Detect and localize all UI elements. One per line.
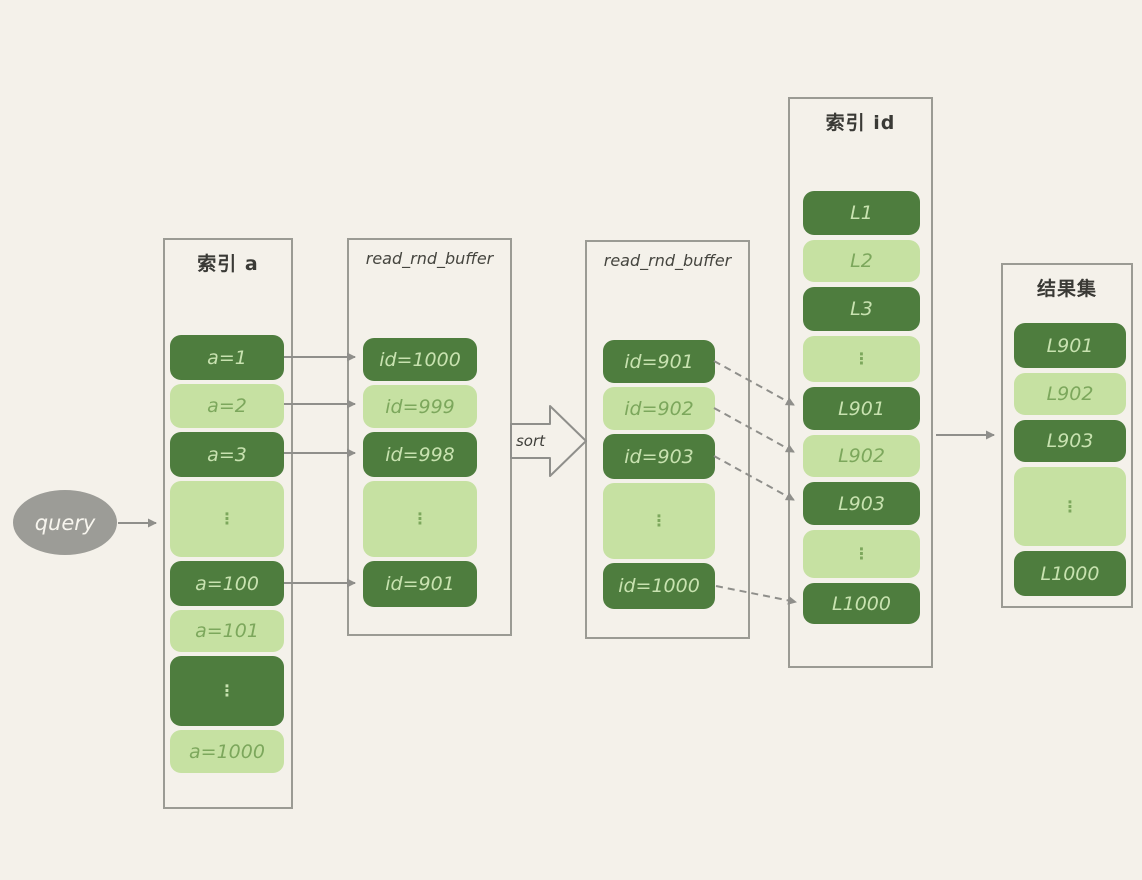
cell-ellipsis: ⋮ xyxy=(603,483,715,559)
cell-L901: L901 xyxy=(803,387,920,430)
cell-L1000: L1000 xyxy=(803,583,920,624)
cell-L901: L901 xyxy=(1014,323,1126,368)
query-ellipse: query xyxy=(13,490,117,555)
read-rnd-buffer-sorted-title: read_rnd_buffer xyxy=(603,251,732,270)
query-label: query xyxy=(34,510,96,535)
cell-ellipsis: ⋮ xyxy=(170,481,284,557)
cell-a-2: a=2 xyxy=(170,384,284,428)
cell-L903: L903 xyxy=(1014,420,1126,462)
cell-id-999: id=999 xyxy=(363,385,477,428)
cell-id-901: id=901 xyxy=(363,561,477,607)
sort-label: sort xyxy=(515,432,546,450)
cell-a-3: a=3 xyxy=(170,432,284,477)
cell-L902: L902 xyxy=(1014,373,1126,415)
cell-ellipsis: ⋮ xyxy=(803,530,920,578)
cell-id-902: id=902 xyxy=(603,387,715,430)
cell-ellipsis: ⋮ xyxy=(170,656,284,726)
cell-id-903: id=903 xyxy=(603,434,715,479)
index-a-title: 索引 a xyxy=(197,253,259,275)
index-id-title: 索引 id xyxy=(825,112,896,134)
cell-L3: L3 xyxy=(803,287,920,331)
cell-ellipsis: ⋮ xyxy=(1014,467,1126,546)
cell-L902: L902 xyxy=(803,435,920,477)
cell-L903: L903 xyxy=(803,482,920,525)
cell-a-1: a=1 xyxy=(170,335,284,380)
cell-id-1000: id=1000 xyxy=(603,563,715,609)
cell-a-1000: a=1000 xyxy=(170,730,284,773)
cell-L1: L1 xyxy=(803,191,920,235)
cell-a-101: a=101 xyxy=(170,610,284,652)
cell-id-901: id=901 xyxy=(603,340,715,383)
read-rnd-buffer-unsorted-title: read_rnd_buffer xyxy=(365,249,494,268)
cell-id-1000: id=1000 xyxy=(363,338,477,381)
result-set-title: 结果集 xyxy=(1036,278,1097,300)
cell-L2: L2 xyxy=(803,240,920,282)
cell-id-998: id=998 xyxy=(363,432,477,477)
cell-a-100: a=100 xyxy=(170,561,284,606)
cell-ellipsis: ⋮ xyxy=(803,336,920,382)
cell-ellipsis: ⋮ xyxy=(363,481,477,557)
cell-L1000: L1000 xyxy=(1014,551,1126,596)
